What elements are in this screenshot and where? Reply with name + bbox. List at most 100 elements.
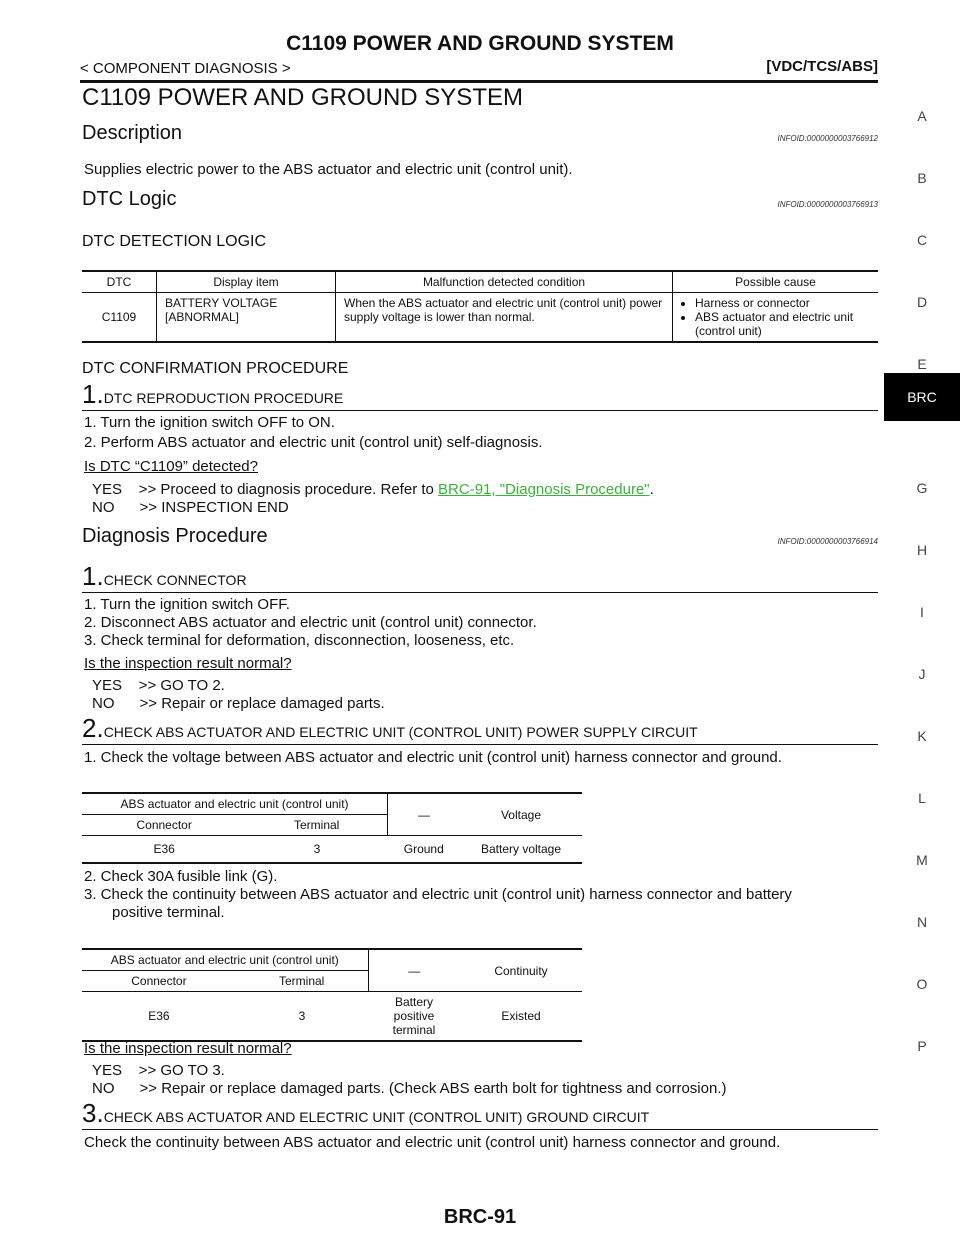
side-index-i[interactable]: I	[920, 604, 924, 620]
table-dash: —	[367, 948, 460, 992]
step-number: 1.	[82, 379, 104, 409]
table-connector-header: Connector	[82, 814, 247, 836]
yes-text: YES >> Proceed to diagnosis procedure. R…	[92, 481, 439, 498]
step-line: 1. Turn the ignition switch OFF.	[84, 596, 290, 613]
step-rule	[82, 744, 878, 745]
diagnosis-procedure-link[interactable]: BRC-91, "Diagnosis Procedure"	[438, 481, 650, 498]
dtc-detection-heading: DTC DETECTION LOGIC	[82, 233, 267, 250]
no-answer: NO >> INSPECTION END	[92, 499, 289, 516]
side-index-e[interactable]: E	[917, 356, 927, 372]
step-number: 1.	[82, 561, 104, 591]
side-index-p[interactable]: P	[917, 1038, 927, 1054]
breadcrumb: < COMPONENT DIAGNOSIS >	[80, 60, 291, 77]
side-index-l[interactable]: L	[918, 790, 926, 806]
voltage-table: ABS actuator and electric unit (control …	[82, 792, 582, 864]
side-index-brc[interactable]: BRC	[884, 373, 960, 421]
side-index-j[interactable]: J	[918, 666, 926, 682]
cause-item: ABS actuator and electric unit (control …	[695, 310, 870, 338]
side-index-m[interactable]: M	[916, 852, 928, 868]
side-index-a[interactable]: A	[917, 108, 927, 124]
step-rule	[82, 410, 878, 411]
table-terminal-header: Terminal	[235, 970, 368, 992]
description-infoid: INFOID:0000000003766912	[777, 134, 878, 143]
cause-item: Harness or connector	[695, 296, 870, 310]
cell-ground: Ground	[387, 835, 460, 864]
step-title: CHECK CONNECTOR	[103, 572, 247, 588]
col-possible-cause: Possible cause	[672, 271, 878, 293]
cell-battery-terminal: Battery positive terminal	[368, 991, 460, 1042]
no-answer: NO >> Repair or replace damaged parts. (…	[92, 1080, 727, 1097]
diag-step-3: 3.CHECK ABS ACTUATOR AND ELECTRIC UNIT (…	[82, 1098, 649, 1129]
dtc-confirmation-heading: DTC CONFIRMATION PROCEDURE	[82, 360, 349, 377]
col-condition: Malfunction detected condition	[335, 271, 673, 293]
step-line: Check the continuity between ABS actuato…	[84, 1134, 781, 1151]
diagnosis-heading: Diagnosis Procedure	[82, 525, 268, 547]
step-rule	[82, 592, 878, 593]
diag-step-2: 2.CHECK ABS ACTUATOR AND ELECTRIC UNIT (…	[82, 713, 698, 744]
diag-step-1: 1.CHECK CONNECTOR	[82, 561, 247, 592]
yes-answer: YES >> GO TO 3.	[92, 1062, 225, 1079]
table-dash: —	[387, 792, 460, 836]
table-connector-header: Connector	[82, 970, 236, 992]
table-result-header: Continuity	[460, 948, 582, 992]
table-row: C1109 BATTERY VOLTAGE [ABNORMAL] When th…	[82, 292, 878, 342]
step-line: 1. Check the voltage between ABS actuato…	[84, 749, 782, 766]
cell-condition: When the ABS actuator and electric unit …	[335, 292, 673, 342]
side-index-c[interactable]: C	[916, 232, 928, 248]
continuity-table: ABS actuator and electric unit (control …	[82, 948, 582, 1042]
table-result-header: Voltage	[460, 792, 582, 836]
table-row: E36 3 Battery positive terminal Existed	[82, 991, 582, 1042]
page-title: C1109 POWER AND GROUND SYSTEM	[82, 84, 523, 111]
description-text: Supplies electric power to the ABS actua…	[84, 161, 573, 178]
table-group-header: ABS actuator and electric unit (control …	[82, 792, 388, 815]
step-line: positive terminal.	[112, 904, 225, 921]
header-title: C1109 POWER AND GROUND SYSTEM	[286, 32, 674, 55]
step-question: Is the inspection result normal?	[84, 1040, 292, 1057]
col-display-item: Display item	[156, 271, 336, 293]
step-number: 3.	[82, 1098, 104, 1128]
side-index-o[interactable]: O	[916, 976, 928, 992]
dtc-logic-infoid: INFOID:0000000003766913	[777, 200, 878, 209]
step-line: 2. Check 30A fusible link (G).	[84, 868, 278, 885]
system-label: [VDC/TCS/ABS]	[766, 58, 878, 75]
step-line: 2. Disconnect ABS actuator and electric …	[84, 614, 537, 631]
cell-display-item: BATTERY VOLTAGE [ABNORMAL]	[156, 292, 336, 342]
table-group-header: ABS actuator and electric unit (control …	[82, 948, 368, 971]
step-question: Is the inspection result normal?	[84, 655, 292, 672]
table-row: E36 3 Ground Battery voltage	[82, 835, 582, 864]
side-index-d[interactable]: D	[916, 294, 928, 310]
side-index-n[interactable]: N	[916, 914, 928, 930]
cell-terminal: 3	[246, 835, 388, 864]
step-line: 1. Turn the ignition switch OFF to ON.	[84, 414, 335, 431]
step-line: 3. Check the continuity between ABS actu…	[84, 886, 792, 903]
cell-result: Existed	[460, 991, 582, 1042]
cell-causes: Harness or connector ABS actuator and el…	[672, 292, 878, 342]
col-dtc: DTC	[106, 275, 132, 289]
side-index-g[interactable]: G	[916, 480, 928, 496]
page-number: BRC-91	[443, 1206, 517, 1228]
diagnosis-infoid: INFOID:0000000003766914	[777, 537, 878, 546]
step-rule	[82, 1129, 878, 1130]
table-terminal-header: Terminal	[246, 814, 388, 836]
side-index-k[interactable]: K	[917, 728, 927, 744]
step-number: 2.	[82, 713, 104, 743]
side-index-b[interactable]: B	[917, 170, 927, 186]
side-index-h[interactable]: H	[916, 542, 928, 558]
dtc-table: DTC Display item Malfunction detected co…	[82, 270, 878, 343]
dtc-logic-heading: DTC Logic	[82, 188, 177, 210]
cell-result: Battery voltage	[460, 835, 582, 864]
cell-terminal: 3	[235, 991, 368, 1042]
no-answer: NO >> Repair or replace damaged parts.	[92, 695, 385, 712]
cell-dtc: C1109	[101, 310, 137, 324]
step-title: CHECK ABS ACTUATOR AND ELECTRIC UNIT (CO…	[103, 1109, 650, 1125]
description-heading: Description	[82, 122, 183, 144]
yes-answer: YES >> GO TO 2.	[92, 677, 225, 694]
yes-answer: YES >> Proceed to diagnosis procedure. R…	[92, 481, 654, 498]
step-line: 2. Perform ABS actuator and electric uni…	[84, 434, 543, 451]
step-line: 3. Check terminal for deformation, disco…	[84, 632, 515, 649]
yes-end: .	[649, 481, 654, 498]
header-rule	[80, 80, 878, 83]
step-question: Is DTC “C1109” detected?	[84, 458, 258, 475]
step-title: DTC REPRODUCTION PROCEDURE	[103, 390, 344, 406]
step-title: CHECK ABS ACTUATOR AND ELECTRIC UNIT (CO…	[103, 724, 698, 740]
